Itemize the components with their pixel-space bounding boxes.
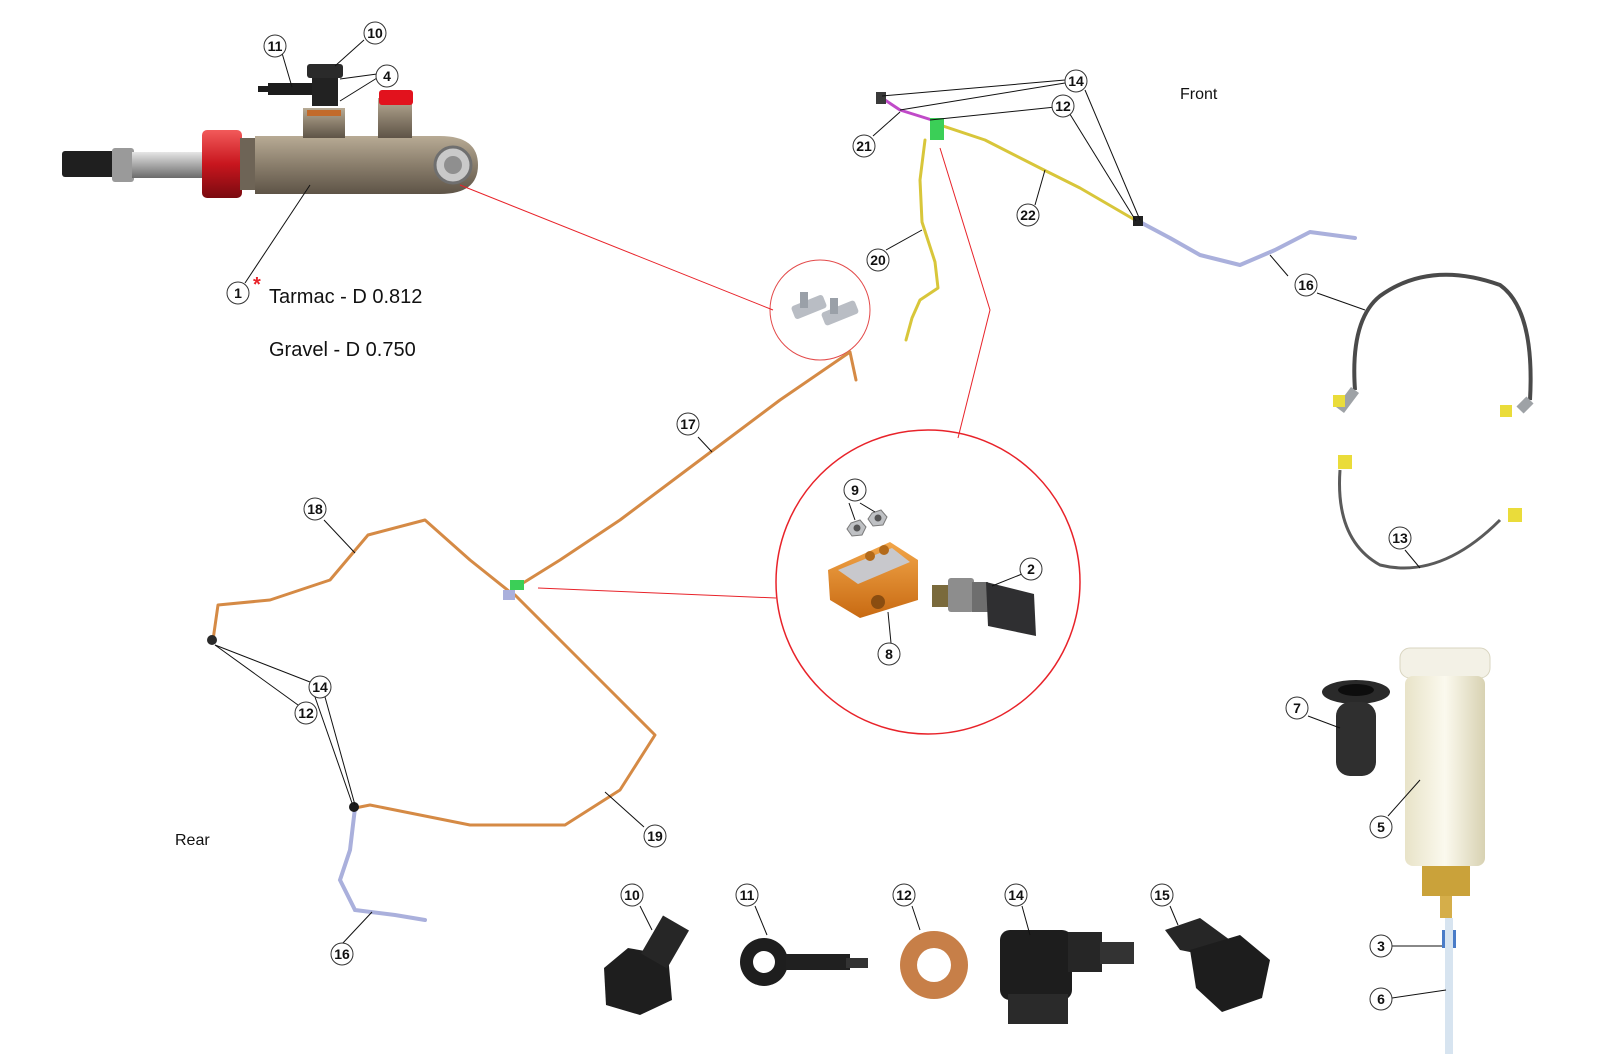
callout-banjo-washer: 4 [375, 64, 399, 88]
callout-banjo-fitting-top: 11 [263, 34, 287, 58]
spec-asterisk: * [253, 274, 261, 296]
front-fittings [876, 92, 1143, 226]
svg-text:18: 18 [307, 501, 323, 517]
callout-washer-rear: 12 [294, 701, 318, 725]
svg-text:20: 20 [870, 252, 886, 268]
callout-braided-hose: 13 [1388, 526, 1412, 550]
svg-text:6: 6 [1377, 991, 1385, 1007]
callout-line-19: 19 [643, 824, 667, 848]
callout-sensor-block: 8 [877, 642, 901, 666]
callout-flex-hose-rear: 16 [330, 942, 354, 966]
splitter-detail-inset [769, 259, 871, 361]
rear-label: Rear [175, 832, 210, 849]
front-label: Front [1180, 86, 1218, 103]
reservoir-illustration [1399, 647, 1491, 1054]
svg-text:11: 11 [268, 38, 283, 54]
rear-fittings [207, 580, 524, 812]
svg-text:12: 12 [298, 705, 314, 721]
callout-elbow-bottom: 14 [1004, 883, 1028, 907]
svg-text:2: 2 [1027, 561, 1035, 577]
svg-text:4: 4 [383, 68, 391, 84]
banjo-bolt-illustration [604, 915, 689, 1015]
svg-text:14: 14 [312, 679, 328, 695]
callout-banjo-bolt-bottom: 10 [620, 883, 644, 907]
svg-text:17: 17 [680, 416, 696, 432]
svg-text:12: 12 [1055, 98, 1071, 114]
adapter-fitting-illustration [1165, 918, 1270, 1012]
banjo-fitting-illustration [740, 938, 868, 986]
callout-master-cylinder: 1 [226, 281, 250, 305]
callout-hose-clip: 3 [1369, 934, 1393, 958]
copper-washer-illustration [900, 931, 968, 999]
svg-text:16: 16 [334, 946, 350, 962]
svg-text:11: 11 [740, 887, 755, 903]
svg-text:19: 19 [647, 828, 663, 844]
detail-connector-lines [459, 147, 991, 599]
leader-lines [214, 39, 1447, 999]
front-brake-lines [880, 96, 1357, 342]
svg-text:14: 14 [1008, 887, 1024, 903]
svg-text:9: 9 [851, 482, 859, 498]
svg-text:16: 16 [1298, 277, 1314, 293]
callout-elbow-rear: 14 [308, 675, 332, 699]
callout-reservoir-hose: 6 [1369, 987, 1393, 1011]
callout-adapter-bottom: 15 [1150, 883, 1174, 907]
svg-text:21: 21 [856, 138, 872, 154]
callout-washer-front: 12 [1051, 94, 1075, 118]
svg-text:22: 22 [1020, 207, 1036, 223]
reservoir-cap-seal-illustration [1322, 680, 1390, 776]
svg-text:10: 10 [624, 887, 640, 903]
pressure-sensor-detail-inset [775, 429, 1081, 735]
svg-text:1: 1 [234, 285, 242, 301]
svg-text:8: 8 [885, 646, 893, 662]
callout-line-22: 22 [1016, 203, 1040, 227]
svg-text:3: 3 [1377, 938, 1385, 954]
svg-text:13: 13 [1392, 530, 1408, 546]
callout-pressure-sensor: 2 [1019, 557, 1043, 581]
rear-brake-lines [211, 350, 858, 827]
svg-text:7: 7 [1293, 700, 1301, 716]
rear-flex-hose [337, 806, 427, 922]
svg-text:5: 5 [1377, 819, 1385, 835]
callout-banjo-fitting-bottom: 11 [735, 883, 759, 907]
braided-hoses [1333, 272, 1534, 570]
spec-gravel: Gravel - D 0.750 [269, 339, 416, 361]
callout-nut: 9 [843, 478, 867, 502]
spec-tarmac: Tarmac - D 0.812 [269, 286, 423, 308]
callout-line-21: 21 [852, 134, 876, 158]
master-cylinder-illustration [62, 64, 478, 198]
callout-cap-seal: 7 [1285, 696, 1309, 720]
svg-text:15: 15 [1154, 887, 1170, 903]
svg-text:12: 12 [896, 887, 912, 903]
svg-text:14: 14 [1068, 73, 1084, 89]
elbow-fitting-illustration [1000, 930, 1134, 1024]
callout-reservoir: 5 [1369, 815, 1393, 839]
callout-line-17: 17 [676, 412, 700, 436]
svg-text:10: 10 [367, 25, 383, 41]
callout-flex-hose-front: 16 [1294, 273, 1318, 297]
callout-copper-washer-bottom: 12 [892, 883, 916, 907]
callout-line-18: 18 [303, 497, 327, 521]
callout-banjo-bolt-top: 10 [363, 21, 387, 45]
callout-elbow-front: 14 [1064, 69, 1088, 93]
callout-line-20: 20 [866, 248, 890, 272]
